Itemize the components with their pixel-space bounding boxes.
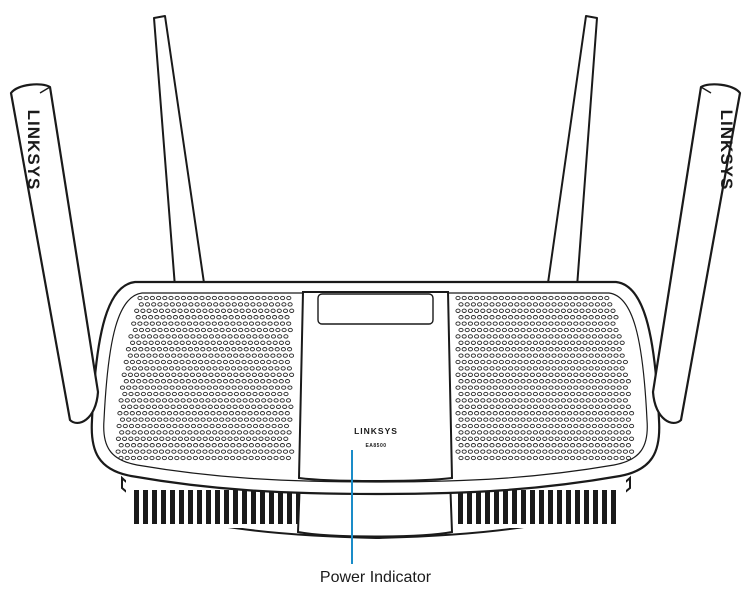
router-body: LINKSYS EA8500 <box>90 280 661 540</box>
panel-brand-logo: LINKSYS <box>354 426 398 436</box>
antenna-back-left <box>153 15 205 288</box>
antenna-front-right: LINKSYS <box>651 83 742 425</box>
bottom-vents <box>134 490 616 524</box>
antenna-front-left: LINKSYS <box>9 83 100 425</box>
antenna-left-brand-logo: LINKSYS <box>24 110 43 191</box>
panel-model-number: EA8500 <box>365 443 386 449</box>
antenna-back-right <box>547 15 598 288</box>
panel-top-recess <box>317 293 434 325</box>
front-center-panel <box>297 291 454 482</box>
power-indicator-label: Power Indicator <box>319 569 432 586</box>
vent-holes-right <box>455 295 635 461</box>
vent-holes-left <box>115 295 295 461</box>
antenna-right-brand-logo: LINKSYS <box>717 110 736 191</box>
